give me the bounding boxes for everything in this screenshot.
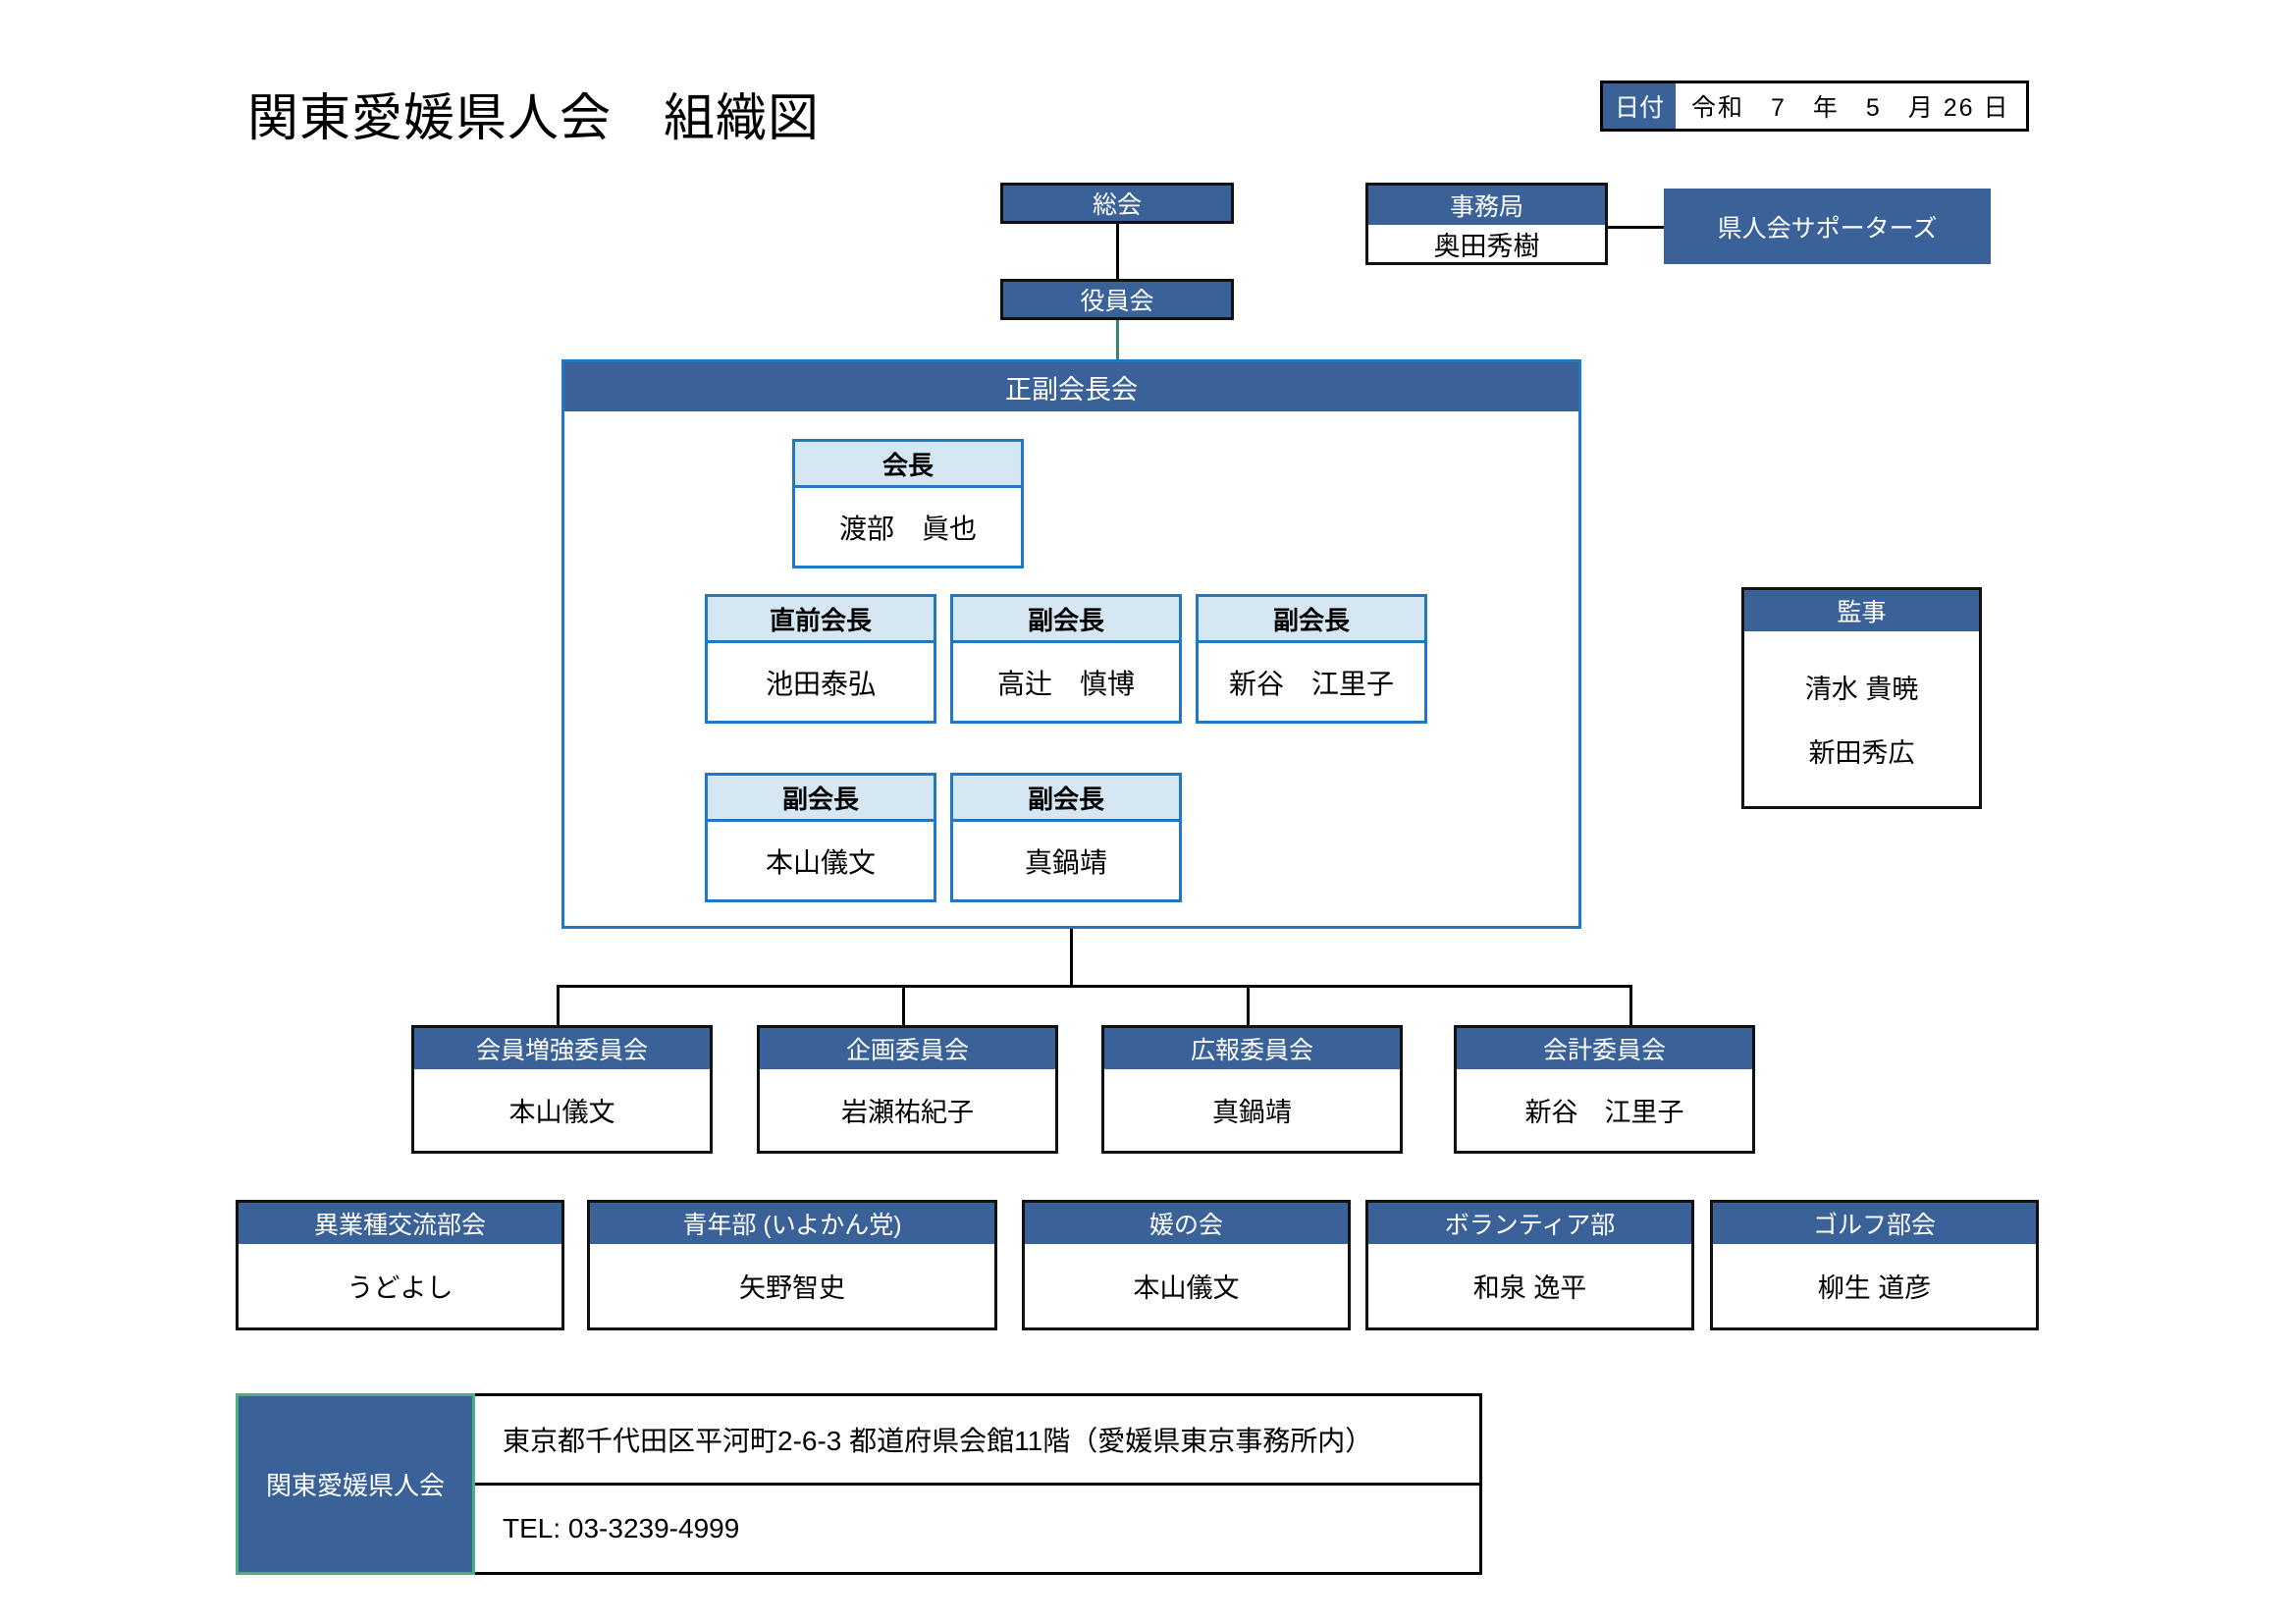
connector-general-to-officers — [1116, 224, 1119, 279]
card-president[interactable]: 会長 渡部 眞也 — [792, 439, 1024, 568]
box-department-golf-title: ゴルフ部会 — [1713, 1203, 2036, 1244]
box-department-youth-title: 青年部 (いよかん党) — [590, 1203, 994, 1244]
council-container: 正副会長会 会長 渡部 眞也 直前会長 池田泰弘 副会長 高辻 慎博 副会長 新… — [561, 359, 1581, 929]
box-department-hime-title: 媛の会 — [1025, 1203, 1348, 1244]
box-auditors[interactable]: 監事 清水 貴暁 新田秀広 — [1741, 587, 1982, 809]
box-auditors-title: 監事 — [1744, 590, 1979, 631]
box-department-hime-name: 本山儀文 — [1133, 1273, 1240, 1303]
card-vice-president-4[interactable]: 副会長 真鍋靖 — [950, 773, 1182, 902]
box-department-golf[interactable]: ゴルフ部会 柳生 道彦 — [1710, 1200, 2039, 1330]
card-president-name: 渡部 眞也 — [838, 513, 977, 544]
box-department-volunteer-title: ボランティア部 — [1368, 1203, 1691, 1244]
box-committee-membership[interactable]: 会員増強委員会 本山儀文 — [411, 1025, 713, 1154]
card-vice-president-1-name: 高辻 慎博 — [996, 668, 1135, 699]
box-general-meeting-label: 総会 — [1092, 191, 1142, 219]
date-label: 日付 — [1603, 83, 1677, 129]
box-committee-planning[interactable]: 企画委員会 岩瀬祐紀子 — [757, 1025, 1058, 1154]
connector-committee-drop-2 — [902, 985, 905, 1027]
box-department-cross-industry-name: うどよし — [347, 1273, 454, 1303]
box-committee-pr-title: 広報委員会 — [1104, 1028, 1400, 1069]
box-department-volunteer-name: 和泉 逸平 — [1472, 1273, 1587, 1303]
box-committee-pr[interactable]: 広報委員会 真鍋靖 — [1101, 1025, 1403, 1154]
box-committee-membership-name: 本山儀文 — [508, 1098, 615, 1127]
box-secretariat-title: 事務局 — [1368, 186, 1605, 225]
box-auditors-name-2: 新田秀広 — [1808, 738, 1915, 768]
box-department-golf-name: 柳生 道彦 — [1817, 1273, 1932, 1303]
box-committee-accounting[interactable]: 会計委員会 新谷 江里子 — [1454, 1025, 1755, 1154]
card-immediate-past-president-title: 直前会長 — [708, 597, 934, 643]
box-secretariat-name: 奥田秀樹 — [1433, 232, 1540, 261]
box-general-meeting[interactable]: 総会 — [1000, 183, 1234, 224]
connector-committee-drop-3 — [1247, 985, 1250, 1027]
connector-committee-drop-4 — [1629, 985, 1632, 1027]
box-auditors-name-1: 清水 貴暁 — [1804, 675, 1919, 704]
box-officers-meeting-label: 役員会 — [1080, 288, 1154, 315]
page-title: 関東愛媛県人会 組織図 — [247, 90, 821, 147]
card-immediate-past-president[interactable]: 直前会長 池田泰弘 — [705, 594, 936, 724]
box-committee-planning-title: 企画委員会 — [760, 1028, 1055, 1069]
date-value: 令和 7 年 5 月 26 日 — [1691, 94, 2010, 122]
box-supporters-label: 県人会サポーターズ — [1717, 214, 1938, 243]
box-committee-accounting-title: 会計委員会 — [1457, 1028, 1752, 1069]
card-vice-president-4-name: 真鍋靖 — [1024, 846, 1107, 878]
box-committee-planning-name: 岩瀬祐紀子 — [841, 1098, 974, 1127]
box-secretariat[interactable]: 事務局 奥田秀樹 — [1365, 183, 1608, 265]
card-president-title: 会長 — [795, 442, 1021, 488]
footer-tel: TEL: 03-3239-4999 — [503, 1513, 740, 1543]
card-vice-president-2-title: 副会長 — [1199, 597, 1424, 643]
box-department-cross-industry[interactable]: 異業種交流部会 うどよし — [236, 1200, 564, 1330]
card-vice-president-2[interactable]: 副会長 新谷 江里子 — [1196, 594, 1427, 724]
card-vice-president-4-title: 副会長 — [953, 776, 1179, 822]
card-vice-president-3-title: 副会長 — [708, 776, 934, 822]
connector-committee-bus — [557, 985, 1632, 988]
connector-committee-drop-1 — [557, 985, 560, 1027]
footer-address: 東京都千代田区平河町2-6-3 都道府県会館11階（愛媛県東京事務所内） — [475, 1396, 1479, 1486]
footer-org-label: 関東愛媛県人会 — [236, 1393, 475, 1575]
connector-council-trunk — [1070, 929, 1073, 985]
box-officers-meeting[interactable]: 役員会 — [1000, 279, 1234, 320]
box-department-volunteer[interactable]: ボランティア部 和泉 逸平 — [1365, 1200, 1694, 1330]
card-vice-president-3[interactable]: 副会長 本山儀文 — [705, 773, 936, 902]
footer-contact-block: 関東愛媛県人会 東京都千代田区平河町2-6-3 都道府県会館11階（愛媛県東京事… — [236, 1393, 1482, 1575]
box-department-youth[interactable]: 青年部 (いよかん党) 矢野智史 — [587, 1200, 997, 1330]
date-chip: 日付 令和 7 年 5 月 26 日 — [1600, 81, 2029, 132]
box-department-youth-name: 矢野智史 — [739, 1273, 845, 1303]
card-vice-president-3-name: 本山儀文 — [765, 846, 876, 878]
box-supporters[interactable]: 県人会サポーターズ — [1664, 189, 1991, 264]
box-committee-accounting-name: 新谷 江里子 — [1524, 1098, 1684, 1127]
card-vice-president-2-name: 新谷 江里子 — [1228, 668, 1394, 699]
box-department-hime[interactable]: 媛の会 本山儀文 — [1022, 1200, 1351, 1330]
council-title: 正副会長会 — [564, 362, 1578, 411]
connector-secretariat-to-supporters — [1608, 226, 1664, 229]
box-department-cross-industry-title: 異業種交流部会 — [239, 1203, 561, 1244]
connector-officers-to-council — [1116, 320, 1119, 361]
card-vice-president-1-title: 副会長 — [953, 597, 1179, 643]
card-vice-president-1[interactable]: 副会長 高辻 慎博 — [950, 594, 1182, 724]
card-immediate-past-president-name: 池田泰弘 — [765, 668, 876, 699]
box-committee-pr-name: 真鍋靖 — [1212, 1098, 1292, 1127]
box-committee-membership-title: 会員増強委員会 — [414, 1028, 710, 1069]
